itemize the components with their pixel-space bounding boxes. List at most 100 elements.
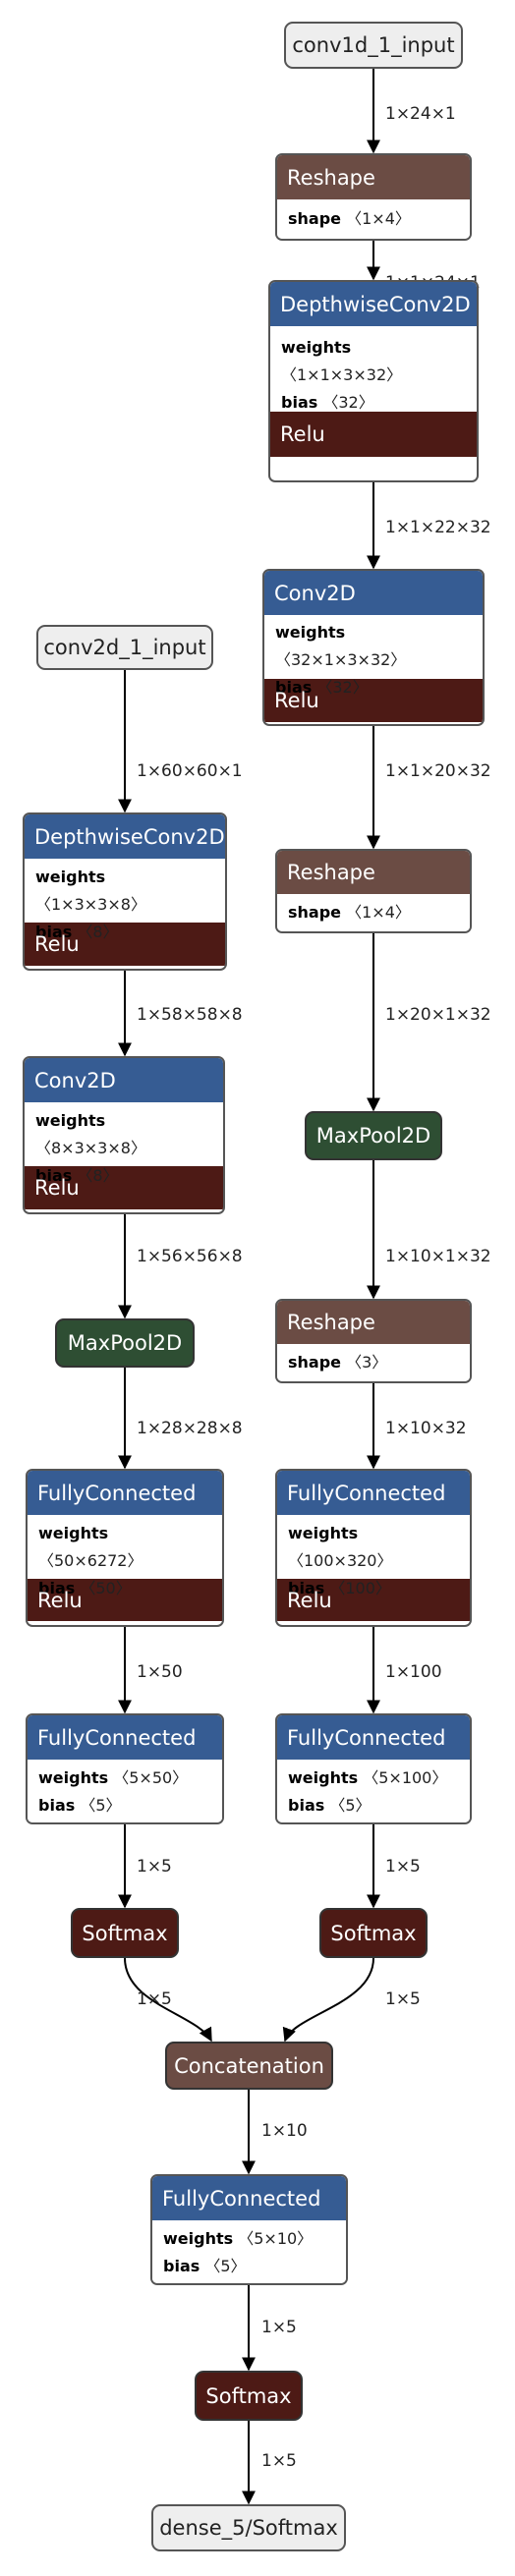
- node-right-softmax[interactable]: Softmax: [319, 1908, 428, 1958]
- node-activation: Relu: [270, 412, 477, 457]
- edge-l6: [124, 1957, 212, 2043]
- input-node-conv2d[interactable]: conv2d_1_input: [36, 625, 213, 670]
- node-activation: Relu: [277, 1579, 470, 1621]
- node-right-reshape-2[interactable]: Reshape shape 〈1×4〉: [275, 849, 472, 933]
- edge-label-r3: 1×1×20×32: [385, 761, 491, 781]
- attr-value: 〈5〉: [80, 1796, 122, 1815]
- node-left-fullyconnected-2[interactable]: FullyConnected weights 〈5×50〉 bias 〈5〉: [26, 1713, 224, 1824]
- edge-label-l5: 1×5: [137, 1857, 172, 1876]
- node-left-maxpool2d[interactable]: MaxPool2D: [55, 1318, 195, 1368]
- node-title: FullyConnected: [152, 2176, 346, 2220]
- node-title: MaxPool2D: [315, 1124, 431, 1148]
- node-merge-softmax[interactable]: Softmax: [195, 2371, 303, 2421]
- attr-value: 〈32〉: [322, 393, 374, 412]
- node-title: Reshape: [277, 851, 470, 894]
- node-attributes: weights 〈5×100〉 bias 〈5〉: [277, 1760, 470, 1822]
- edge-label-r6: 1×10×32: [385, 1419, 467, 1438]
- node-right-reshape-3[interactable]: Reshape shape 〈3〉: [275, 1299, 472, 1383]
- node-title: Conv2D: [25, 1058, 223, 1102]
- attr-value: 〈5×10〉: [238, 2229, 314, 2248]
- attr-value: 〈50×6272〉: [38, 1551, 143, 1570]
- edge-label-r5: 1×10×1×32: [385, 1247, 491, 1266]
- node-right-maxpool2d[interactable]: MaxPool2D: [305, 1111, 442, 1160]
- node-right-conv2d[interactable]: Conv2D weights 〈32×1×3×32〉 bias 〈32〉 Rel…: [262, 569, 485, 726]
- edge-label-l4: 1×50: [137, 1662, 183, 1682]
- node-attributes: shape 〈1×4〉: [277, 199, 470, 239]
- node-title: Softmax: [82, 1921, 168, 1945]
- output-node[interactable]: dense_5/Softmax: [151, 2504, 346, 2551]
- node-activation: Relu: [28, 1579, 222, 1621]
- node-title: FullyConnected: [277, 1471, 470, 1515]
- attr-value: 〈5×50〉: [113, 1768, 189, 1787]
- node-title: Softmax: [205, 2383, 292, 2408]
- attr-value: 〈5〉: [204, 2257, 247, 2275]
- node-left-conv2d[interactable]: Conv2D weights 〈8×3×3×8〉 bias 〈8〉 Relu: [23, 1056, 225, 1214]
- attr-value: 〈1×4〉: [346, 903, 411, 922]
- attr-value: 〈50〉: [80, 1579, 132, 1597]
- edge-label-l3: 1×28×28×8: [137, 1419, 243, 1438]
- attr-label: bias: [38, 1579, 76, 1597]
- node-activation: Relu: [264, 679, 483, 722]
- input-node-conv1d-label: conv1d_1_input: [292, 33, 455, 57]
- attr-value: 〈3〉: [346, 1353, 388, 1372]
- attr-label: weights: [163, 2229, 234, 2248]
- attr-label: shape: [288, 1353, 342, 1372]
- node-title: Reshape: [277, 1301, 470, 1344]
- attr-value: 〈8×3×3×8〉: [35, 1139, 146, 1157]
- edge-label-r7: 1×100: [385, 1662, 442, 1682]
- node-title: Conv2D: [264, 571, 483, 615]
- node-attributes: shape 〈1×4〉: [277, 894, 470, 931]
- node-title: FullyConnected: [277, 1715, 470, 1760]
- attr-label: weights: [288, 1524, 359, 1542]
- node-right-fullyconnected-1[interactable]: FullyConnected weights 〈100×320〉 bias 〈1…: [275, 1469, 472, 1627]
- node-activation: Relu: [25, 1166, 223, 1209]
- node-right-depthwiseconv2d[interactable]: DepthwiseConv2D weights 〈1×1×3×32〉 bias …: [268, 280, 479, 482]
- node-title: Reshape: [277, 155, 470, 199]
- node-attributes: weights 〈50×6272〉 bias 〈50〉: [28, 1515, 222, 1597]
- attr-label: shape: [288, 209, 342, 228]
- attr-value: 〈8〉: [77, 923, 119, 941]
- attr-label: weights: [35, 868, 106, 886]
- edge-label-r0: 1×24×1: [385, 104, 456, 124]
- attr-value: 〈8〉: [77, 1166, 119, 1185]
- node-concatenation[interactable]: Concatenation: [165, 2042, 333, 2090]
- node-left-fullyconnected-1[interactable]: FullyConnected weights 〈50×6272〉 bias 〈5…: [26, 1469, 224, 1627]
- node-attributes: shape 〈3〉: [277, 1344, 470, 1381]
- node-title: DepthwiseConv2D: [270, 282, 477, 326]
- node-title: FullyConnected: [28, 1715, 222, 1760]
- node-left-softmax[interactable]: Softmax: [71, 1908, 179, 1958]
- attr-label: bias: [281, 393, 318, 412]
- node-title: MaxPool2D: [67, 1331, 183, 1355]
- attr-value: 〈100×320〉: [288, 1551, 393, 1570]
- attr-label: weights: [288, 1768, 359, 1787]
- node-attributes: weights 〈5×10〉 bias 〈5〉: [152, 2220, 346, 2283]
- node-title: Softmax: [330, 1921, 417, 1945]
- edge-label-r9: 1×5: [385, 1989, 421, 2009]
- node-right-reshape-1[interactable]: Reshape shape 〈1×4〉: [275, 153, 472, 241]
- attr-value: 〈5〉: [329, 1796, 372, 1815]
- attr-label: bias: [275, 678, 313, 697]
- edge-label-r8: 1×5: [385, 1857, 421, 1876]
- node-merge-fullyconnected[interactable]: FullyConnected weights 〈5×10〉 bias 〈5〉: [150, 2174, 348, 2285]
- attr-label: weights: [275, 623, 346, 642]
- attr-label: bias: [163, 2257, 200, 2275]
- node-title: DepthwiseConv2D: [25, 814, 225, 859]
- attr-label: bias: [35, 1166, 73, 1185]
- attr-label: weights: [281, 338, 352, 357]
- edge-label-r4: 1×20×1×32: [385, 1005, 491, 1025]
- node-right-fullyconnected-2[interactable]: FullyConnected weights 〈5×100〉 bias 〈5〉: [275, 1713, 472, 1824]
- attr-value: 〈1×1×3×32〉: [281, 365, 403, 384]
- edge-label-m1: 1×5: [261, 2318, 297, 2337]
- input-node-conv1d[interactable]: conv1d_1_input: [284, 22, 463, 69]
- attr-label: weights: [35, 1111, 106, 1130]
- node-title: FullyConnected: [28, 1471, 222, 1515]
- attr-label: bias: [35, 923, 73, 941]
- attr-value: 〈5×100〉: [363, 1768, 448, 1787]
- attr-value: 〈32〉: [316, 678, 369, 697]
- edge-label-l2: 1×56×56×8: [137, 1247, 243, 1266]
- node-attributes: weights 〈8×3×3×8〉 bias 〈8〉: [25, 1102, 223, 1185]
- node-title: Concatenation: [174, 2053, 324, 2078]
- attr-value: 〈32×1×3×32〉: [275, 650, 407, 669]
- attr-value: 〈1×3×3×8〉: [35, 895, 146, 914]
- node-left-depthwiseconv2d[interactable]: DepthwiseConv2D weights 〈1×3×3×8〉 bias 〈…: [23, 812, 227, 971]
